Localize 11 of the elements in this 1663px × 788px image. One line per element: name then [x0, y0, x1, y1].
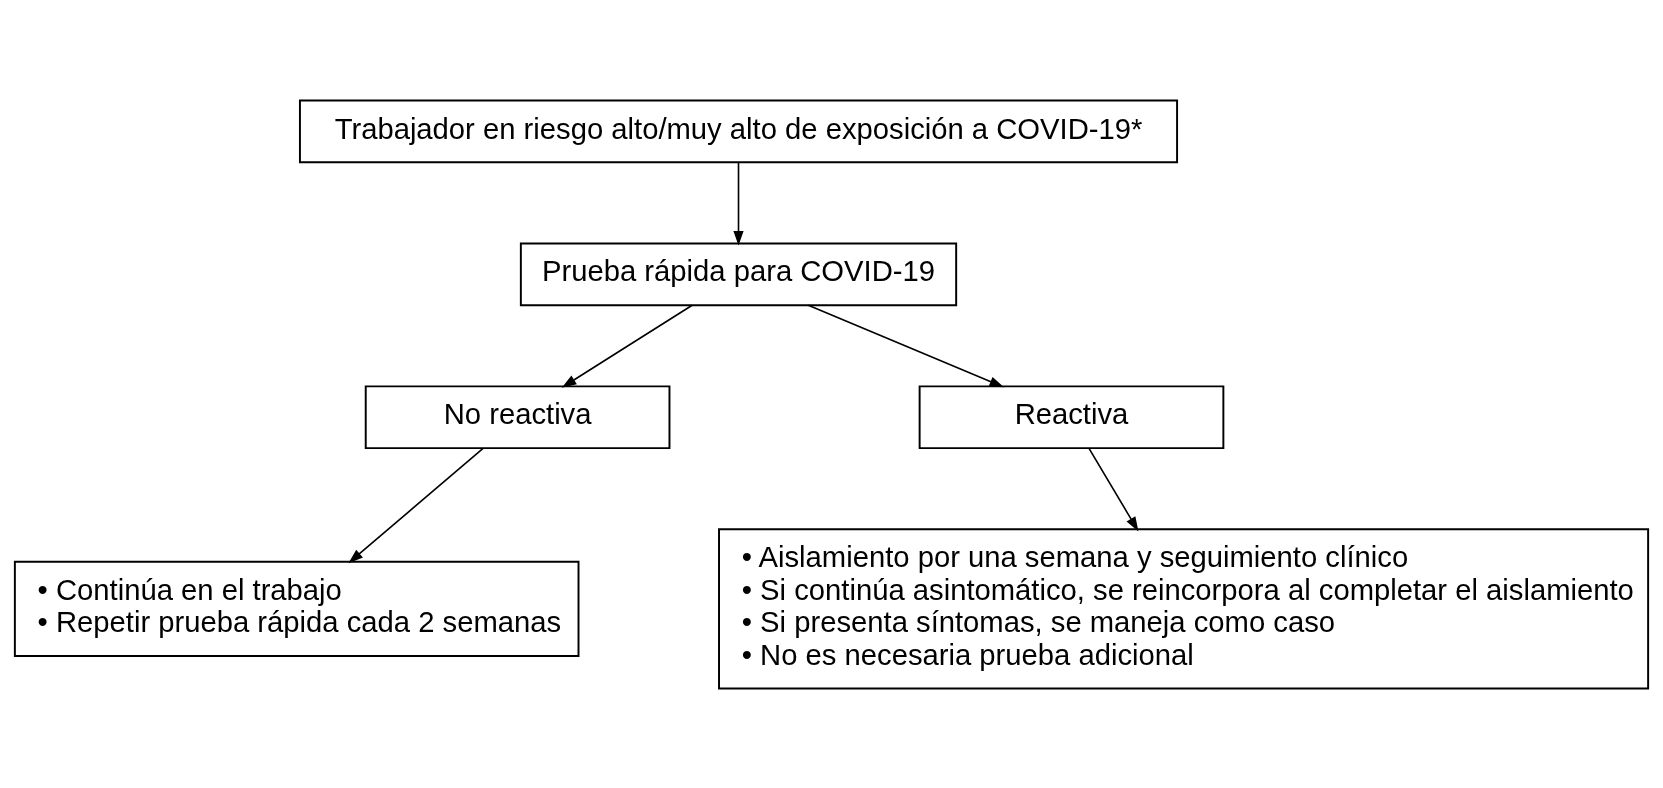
node-box: Reactiva: [918, 384, 1225, 449]
node-box: Prueba rápida para COVID-19: [519, 241, 958, 306]
node-box: No reactiva: [364, 384, 671, 449]
node-box: • Continúa en el trabajo • Repetir prueba rápida cada 2 semanas: [13, 560, 580, 657]
arrow: [348, 447, 484, 563]
node-box: Trabajador en riesgo alto/muy alto de exposición a COVID-19*: [298, 99, 1179, 163]
node-box: • Aislamiento por una semana y seguimiento clínico • Si continúa asintomático, se reincorpora al completar el aislamiento • Si presenta síntomas, se maneja como caso • No es necesaria prueba adicional: [718, 527, 1650, 689]
arrow: [807, 303, 1005, 387]
arrow: [1088, 447, 1139, 531]
arrow: [733, 161, 744, 246]
arrow: [561, 303, 693, 388]
